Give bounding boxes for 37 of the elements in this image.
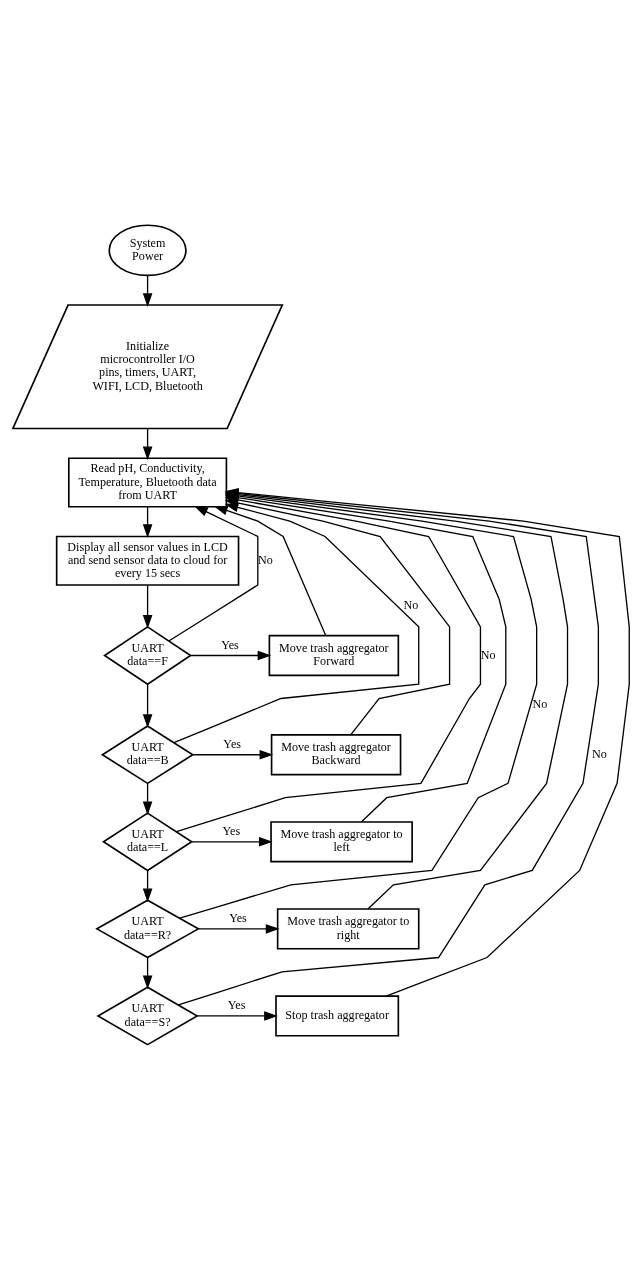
arrow xyxy=(190,650,272,661)
arrow xyxy=(192,749,274,760)
arrow xyxy=(198,924,280,934)
edge-label: Yes xyxy=(222,823,241,838)
arrow xyxy=(142,957,153,990)
arrow xyxy=(142,274,153,308)
edge-label: No xyxy=(258,552,273,567)
arrow xyxy=(142,782,153,816)
node-box: Move trash aggregator to left xyxy=(270,821,413,863)
edge-label: Yes xyxy=(229,911,247,926)
edge-label: No xyxy=(532,697,548,712)
arrow xyxy=(168,505,259,642)
arrow xyxy=(196,1011,278,1021)
node-box: Move trash aggregator Forward xyxy=(268,634,400,677)
arrow xyxy=(213,506,327,637)
edge-label: No xyxy=(480,647,496,662)
arrow xyxy=(142,870,153,903)
edge-label: Yes xyxy=(227,998,246,1013)
edge-label: Yes xyxy=(223,736,241,751)
arrow xyxy=(142,584,153,629)
arrow xyxy=(142,684,153,728)
node-diamond: UART data==F xyxy=(103,625,193,686)
arrow xyxy=(142,427,153,461)
edge-label: No xyxy=(403,598,419,613)
node-diamond: UART data==R? xyxy=(95,899,200,959)
node-ellipse: System Power xyxy=(108,224,187,277)
node-box: Move trash aggregator Backward xyxy=(270,734,402,776)
edge-label: No xyxy=(592,746,607,761)
node-diamond: UART data==S? xyxy=(96,986,199,1046)
node-diamond: UART data==L xyxy=(102,812,194,872)
arrow xyxy=(191,837,273,847)
edge-label: Yes xyxy=(221,637,239,652)
node-diamond: UART data==B xyxy=(100,725,195,785)
node-box: Move trash aggregator to right xyxy=(276,908,420,950)
node-box: Read pH, Conductivity, Temperature, Bluetooth data from UART xyxy=(67,457,228,508)
node-box: Display all sensor values in LCD and send sensor data to cloud for every 15 secs xyxy=(55,535,240,586)
node-box: Stop trash aggregator xyxy=(275,995,400,1037)
